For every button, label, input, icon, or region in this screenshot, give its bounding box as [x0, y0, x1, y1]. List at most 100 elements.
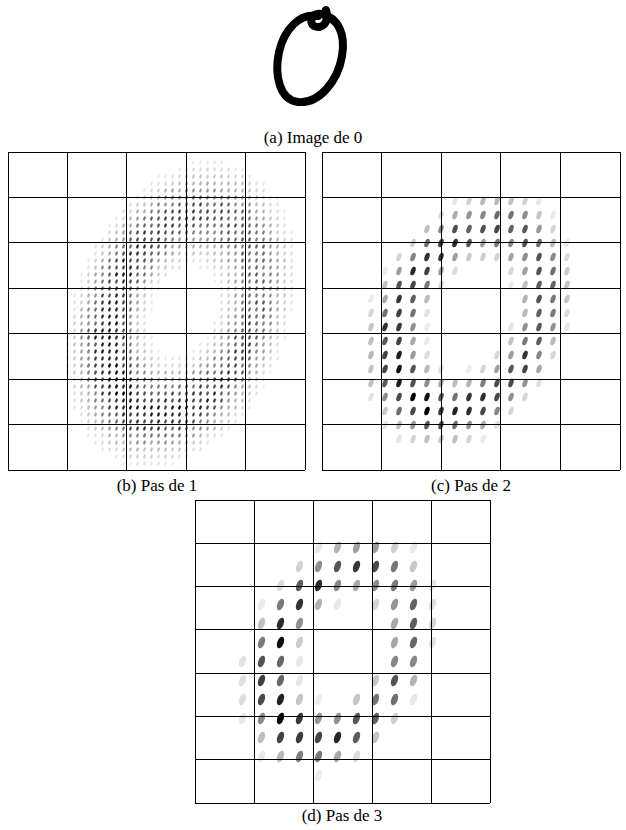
activation-dot — [351, 579, 361, 593]
activation-dot — [256, 731, 266, 745]
activation-dot — [171, 447, 175, 452]
activation-dot — [150, 342, 154, 347]
activation-dot — [213, 216, 217, 221]
activation-dot — [351, 750, 361, 764]
activation-dot — [276, 251, 280, 256]
activation-dot — [367, 392, 375, 402]
activation-dot — [87, 405, 91, 410]
activation-dot — [549, 308, 557, 318]
activation-dot — [220, 237, 224, 242]
activation-dot — [234, 216, 238, 221]
activation-dot — [122, 356, 126, 361]
activation-dot — [248, 398, 252, 403]
activation-dot — [129, 258, 133, 263]
activation-dot — [94, 244, 98, 249]
activation-dot — [313, 541, 323, 555]
activation-dot — [108, 223, 112, 228]
activation-dot — [122, 223, 126, 228]
activation-dot — [171, 461, 175, 466]
activation-dot — [234, 202, 238, 207]
activation-dot — [269, 237, 273, 242]
activation-dot — [136, 314, 140, 319]
activation-dot — [115, 258, 119, 263]
activation-dot — [248, 384, 252, 389]
activation-dot — [220, 265, 224, 270]
activation-dot — [129, 223, 133, 228]
activation-dot — [283, 209, 287, 214]
grid-line — [195, 586, 490, 587]
activation-dot — [199, 391, 203, 396]
activation-dot — [409, 364, 417, 374]
activation-dot — [213, 356, 217, 361]
grid-line — [195, 543, 490, 544]
activation-dot — [129, 251, 133, 256]
activation-dot — [241, 167, 245, 172]
activation-dot — [408, 655, 418, 669]
activation-dot — [164, 426, 168, 431]
activation-dot — [129, 426, 133, 431]
activation-dot — [276, 321, 280, 326]
activation-dot — [227, 370, 231, 375]
activation-dot — [220, 181, 224, 186]
activation-dot — [108, 447, 112, 452]
activation-dot — [206, 202, 210, 207]
activation-dot — [115, 335, 119, 340]
activation-dot — [227, 405, 231, 410]
activation-dot — [479, 406, 487, 416]
activation-dot — [115, 293, 119, 298]
activation-dot — [171, 426, 175, 431]
activation-dot — [213, 419, 217, 424]
activation-dot — [136, 244, 140, 249]
activation-dot — [220, 258, 224, 263]
activation-dot — [465, 392, 473, 402]
activation-dot — [143, 356, 147, 361]
activation-dot — [227, 307, 231, 312]
activation-dot — [493, 252, 501, 262]
activation-dot — [122, 412, 126, 417]
activation-dot — [192, 370, 196, 375]
activation-dot — [220, 251, 224, 256]
activation-dot — [256, 712, 266, 726]
activation-dot — [479, 252, 487, 262]
activation-dot — [178, 181, 182, 186]
activation-dot — [136, 202, 140, 207]
grid-line — [195, 759, 490, 760]
activation-dot — [129, 209, 133, 214]
activation-dot — [227, 216, 231, 221]
activation-dot — [367, 364, 375, 374]
activation-dot — [276, 209, 280, 214]
activation-dot — [136, 237, 140, 242]
activation-dot — [332, 560, 342, 574]
activation-dot — [136, 279, 140, 284]
activation-dot — [122, 216, 126, 221]
activation-dot — [507, 210, 515, 220]
activation-dot — [262, 223, 266, 228]
activation-dot — [101, 342, 105, 347]
activation-dot — [262, 230, 266, 235]
grid-lines — [195, 500, 490, 803]
activation-dot — [248, 314, 252, 319]
activation-dot — [241, 307, 245, 312]
activation-dot — [241, 202, 245, 207]
activation-dots — [367, 196, 571, 444]
activation-dot — [122, 300, 126, 305]
activation-dot — [332, 712, 342, 726]
activation-dot — [493, 224, 501, 234]
activation-dot — [283, 223, 287, 228]
activation-dot — [493, 406, 501, 416]
activation-dot — [535, 266, 543, 276]
activation-dot — [220, 300, 224, 305]
activation-dot — [115, 426, 119, 431]
activation-dot — [171, 244, 175, 249]
activation-dot — [101, 335, 105, 340]
activation-dot — [220, 356, 224, 361]
activation-dot — [115, 384, 119, 389]
grid-lines — [8, 152, 305, 470]
activation-dot — [178, 209, 182, 214]
activation-dot — [73, 335, 77, 340]
activation-dot — [220, 279, 224, 284]
activation-dot — [549, 224, 557, 234]
activation-dot — [171, 181, 175, 186]
activation-dot — [73, 370, 77, 375]
activation-dot — [150, 384, 154, 389]
